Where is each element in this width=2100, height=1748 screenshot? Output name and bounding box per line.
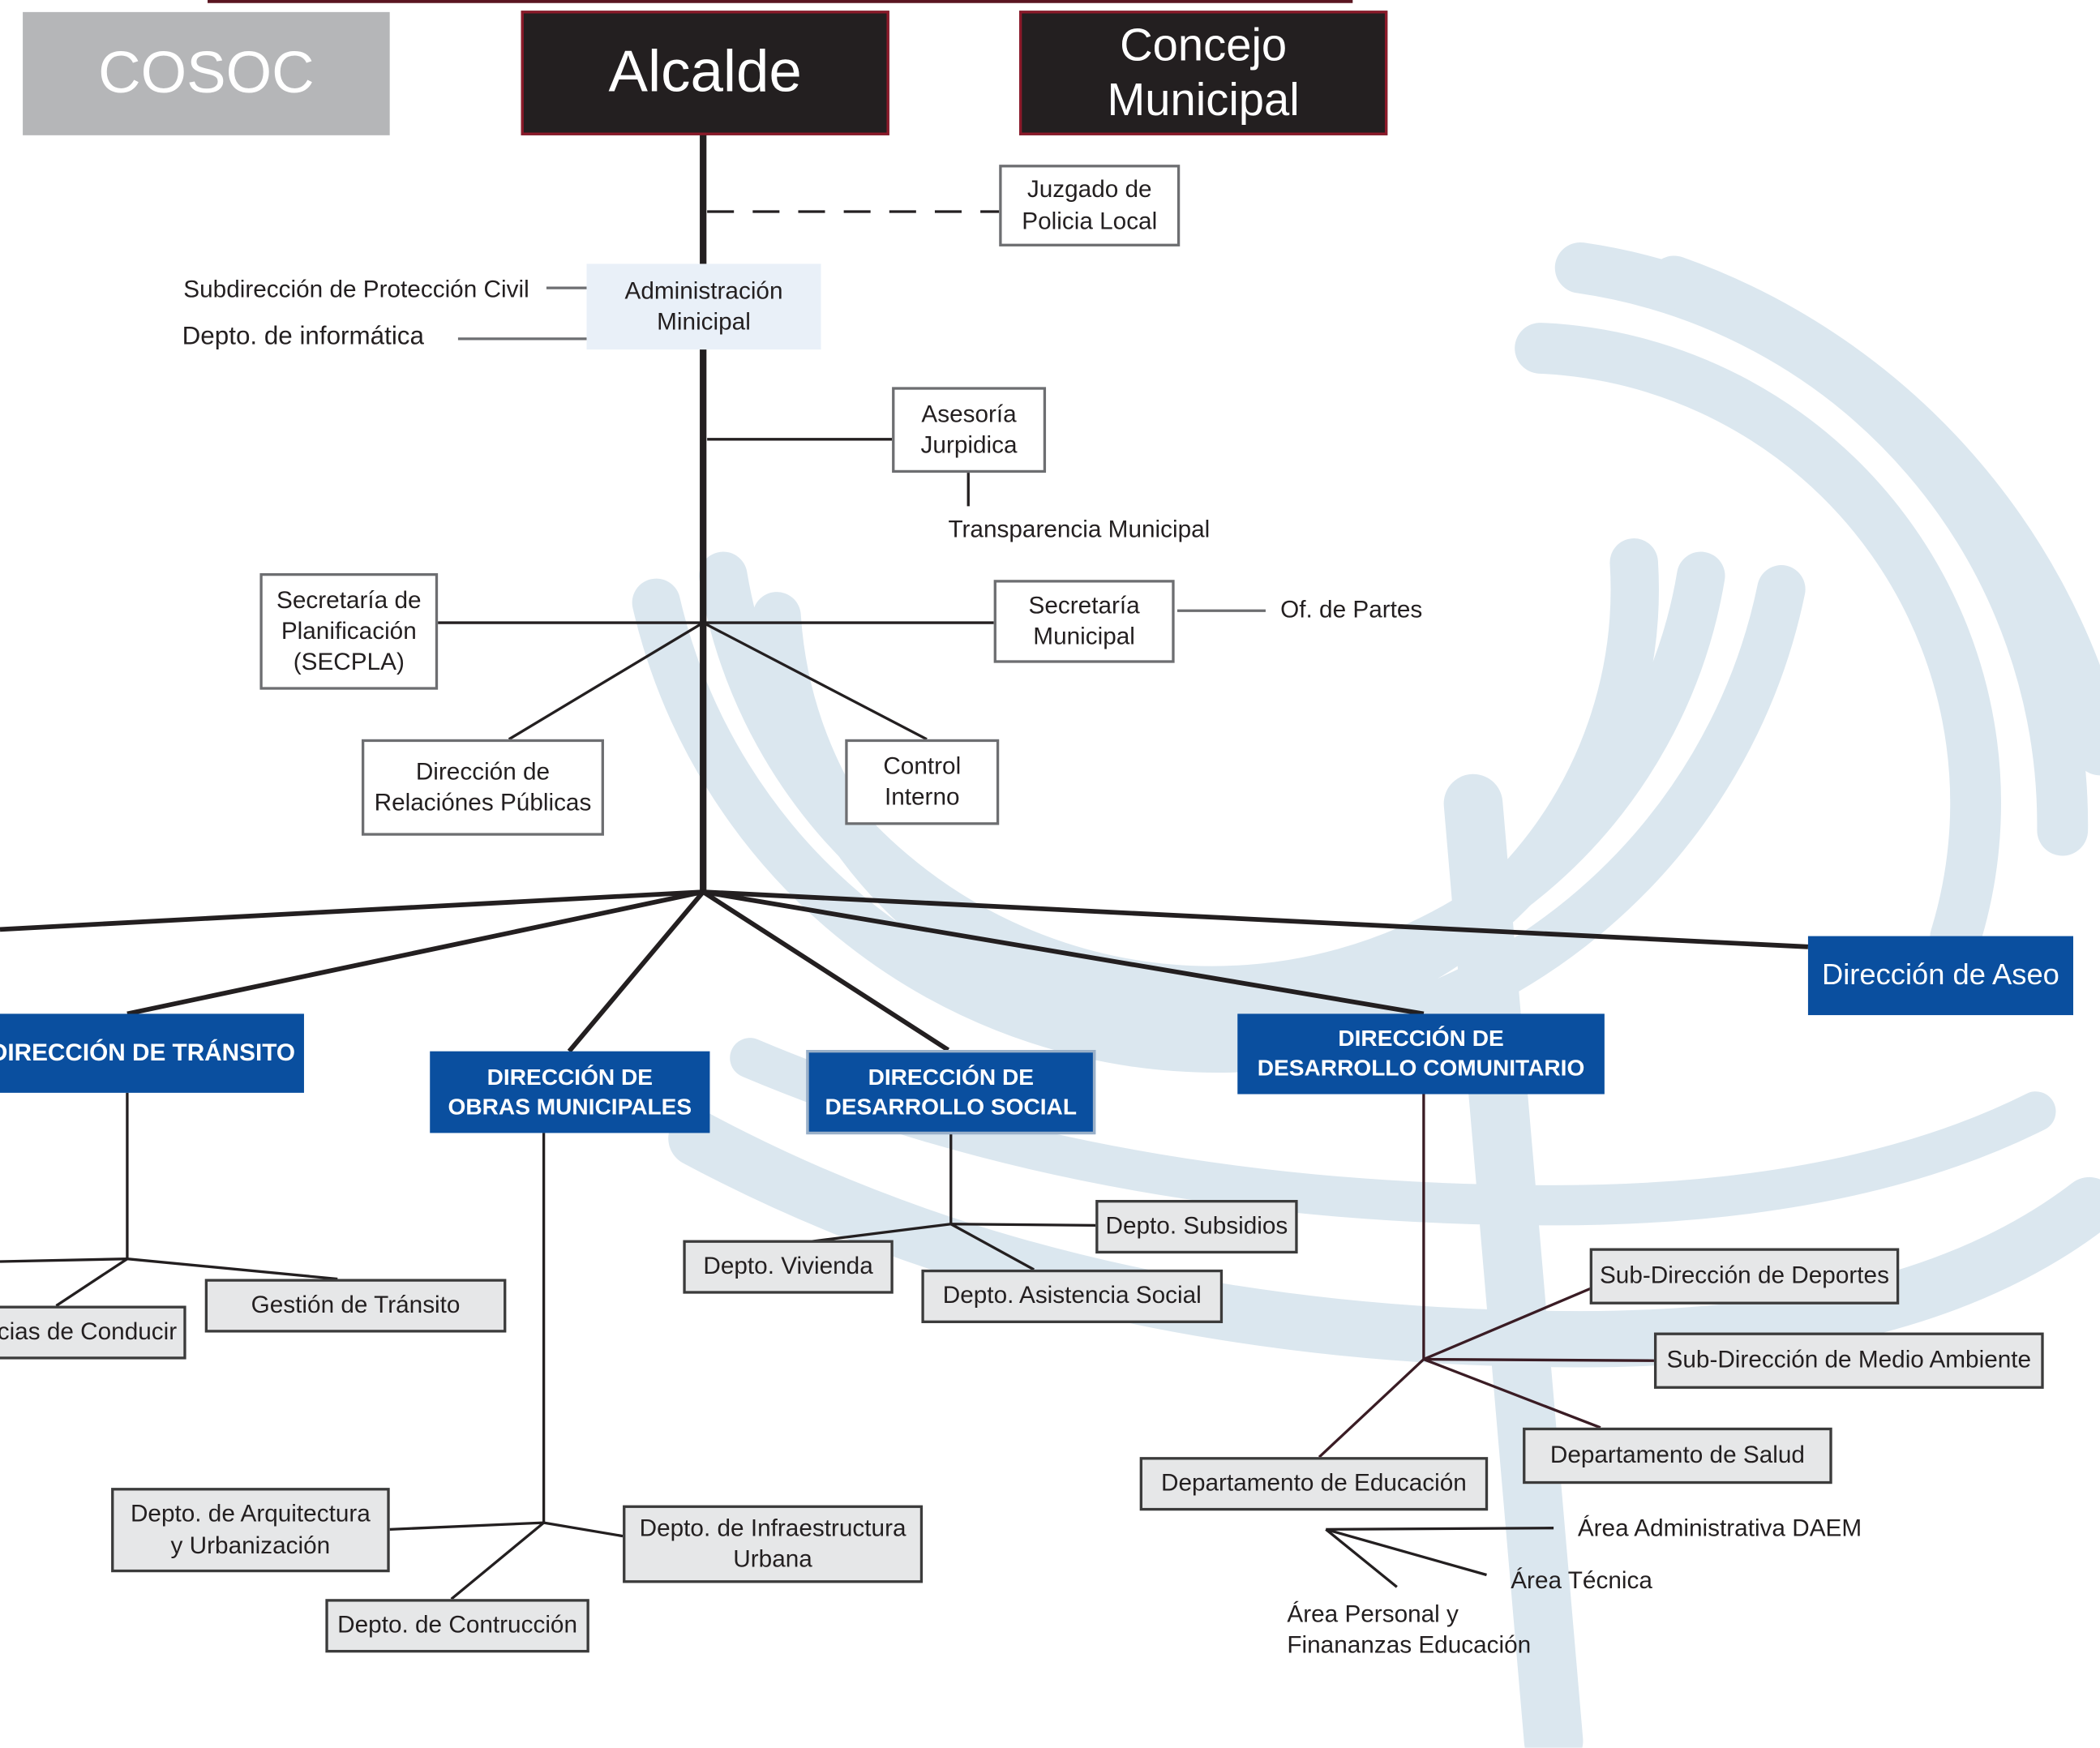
transparencia-label: Transparencia Municipal	[948, 515, 1211, 542]
secpla-box: Secretaría de Planificación (SECPLA)	[259, 572, 439, 690]
direccion-desarrollo-comunitario-box: DIRECCIÓN DE DESARROLLO COMUNITARIO	[1237, 1013, 1605, 1095]
medio-ambiente-box: Sub-Dirección de Medio Ambiente	[1653, 1332, 2044, 1389]
licencias-conducir-box: cias de Conducir	[0, 1305, 186, 1360]
salud-box: Departamento de Salud	[1523, 1427, 1832, 1485]
area-tecnica-label: Área Técnica	[1511, 1566, 1652, 1594]
infraestructura-urbana-box: Depto. de Infraestructura Urbana	[623, 1505, 924, 1583]
arquitectura-urbanizacion-box: Depto. de Arquitectura y Urbanización	[111, 1488, 390, 1573]
concejo-municipal-box: Concejo Municipal	[1019, 11, 1388, 135]
direccion-transito-box: DIRECCIÓN DE TRÁNSITO	[0, 1013, 304, 1093]
subsidios-box: Depto. Subsidios	[1095, 1200, 1298, 1254]
direccion-desarrollo-social-box: DIRECCIÓN DE DESARROLLO SOCIAL	[806, 1050, 1096, 1135]
construccion-box: Depto. de Contrucción	[325, 1599, 589, 1653]
educacion-box: Departamento de Educación	[1139, 1457, 1489, 1511]
informatica-label: Depto. de informática	[182, 323, 424, 351]
direccion-aseo-box: Dirección de Aseo	[1807, 936, 2073, 1016]
relaciones-publicas-box: Dirección de Relaciónes Públicas	[361, 739, 604, 836]
asesoria-juridica-box: Asesoría Jurpidica	[892, 387, 1047, 473]
area-administrativa-label: Área Administrativa DAEM	[1577, 1515, 1862, 1542]
juzgado-policia-local-box: Juzgado de Policia Local	[999, 165, 1181, 246]
watermark-logo	[632, 242, 2100, 1748]
control-interno-box: Control Interno	[845, 739, 1000, 825]
alcalde-box: Alcalde	[521, 11, 889, 135]
oficina-partes-label: Of. de Partes	[1280, 596, 1423, 623]
proteccion-civil-label: Subdirección de Protección Civil	[183, 276, 529, 303]
vivienda-box: Depto. Vivienda	[683, 1240, 894, 1294]
secretaria-municipal-box: Secretaría Municipal	[993, 580, 1175, 663]
cosoc-box: COSOC	[23, 11, 390, 135]
direccion-obras-municipales-box: DIRECCIÓN DE OBRAS MUNICIPALES	[430, 1051, 710, 1133]
gestion-transito-box: Gestión de Tránsito	[204, 1279, 507, 1333]
administracion-municipal-box: Administración Minicipal	[586, 263, 821, 350]
asistencia-social-box: Depto. Asistencia Social	[921, 1269, 1224, 1323]
deportes-box: Sub-Dirección de Deportes	[1589, 1248, 1900, 1305]
area-personal-finanzas-label: Área Personal y Finananzas Educación	[1287, 1600, 1532, 1658]
